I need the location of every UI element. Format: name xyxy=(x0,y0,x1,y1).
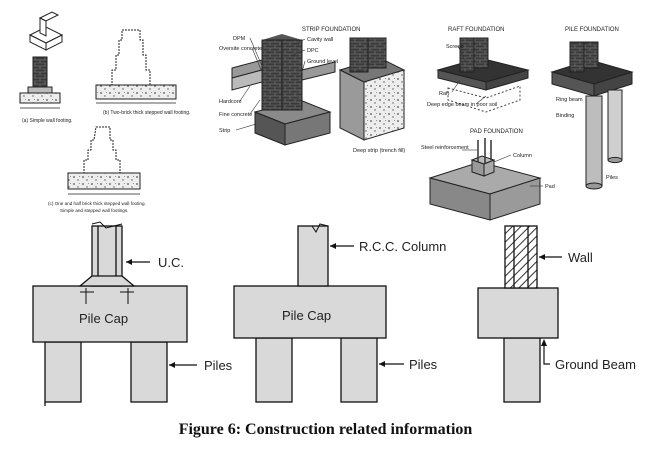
strip-foundation-title: STRIP FOUNDATION xyxy=(302,27,360,33)
piles-2-label: Piles xyxy=(409,357,438,372)
strip-label-oversite: Oversite concrete xyxy=(219,46,262,52)
pile-cap-1-label: Pile Cap xyxy=(79,311,128,326)
pile-cap-2-label: Pile Cap xyxy=(282,308,331,323)
pad-foundation-title: PAD FOUNDATION xyxy=(470,129,523,135)
wall-footing-sketches: (a) Simple wall footing. (b) Two-brick t… xyxy=(19,11,190,213)
strip-label-deep-strip: Deep strip (trench fill) xyxy=(353,148,405,154)
strip-label-strip: Strip xyxy=(219,128,230,134)
strip-label-cavity-wall: Cavity wall xyxy=(307,37,333,43)
one-half-footing-caption: (c) One and half brick thick stepped wal… xyxy=(48,201,146,206)
pile-label-piles: Piles xyxy=(606,175,618,181)
uc-label: U.C. xyxy=(158,255,184,270)
pile-foundation-title: PILE FOUNDATION xyxy=(565,27,619,33)
raft-foundation: RAFT FOUNDATION Screed Raft Deep edge be… xyxy=(427,27,530,113)
pile-label-binding: Binding xyxy=(556,113,574,119)
pile-cap-rcc-labels: R.C.C. Column Pile Cap Piles xyxy=(282,239,446,372)
pile-cap-rcc-section xyxy=(233,223,387,403)
pad-foundation: PAD FOUNDATION Steel reinforcement Colum… xyxy=(421,129,555,221)
raft-label-deep-edge: Deep edge beam in poor soil xyxy=(427,102,497,108)
pad-label-column: Column xyxy=(513,153,532,159)
one-half-brick-stepped-footing: (c) One and half brick thick stepped wal… xyxy=(48,126,146,213)
wall-label: Wall xyxy=(568,250,593,265)
pile-cap-uc-section xyxy=(32,221,188,406)
ground-beam-section xyxy=(477,225,559,403)
raft-label-screed: Screed xyxy=(446,44,463,50)
two-brick-footing-caption: (b) Two-brick thick stepped wall footing… xyxy=(103,110,190,116)
pile-cap-uc-labels: U.C. Pile Cap Piles xyxy=(79,255,233,373)
strip-label-fine-concrete: Fine concrete xyxy=(219,112,252,118)
ground-beam-labels: Wall Ground Beam xyxy=(539,250,636,372)
strip-foundation: STRIP FOUNDATION DPM Oversite concrete C… xyxy=(219,27,405,154)
piles-1-label: Piles xyxy=(204,358,233,373)
figure-caption: Figure 6: Construction related informati… xyxy=(178,421,473,438)
pile-label-ring-beam: Ring beam xyxy=(556,97,583,103)
isometric-wall-icon xyxy=(28,11,64,51)
rcc-column-label: R.C.C. Column xyxy=(359,239,446,254)
ground-beam-label: Ground Beam xyxy=(555,357,636,372)
pile-foundation-3d: PILE FOUNDATION Ring beam Binding Piles xyxy=(550,27,634,190)
raft-label-raft: Raft xyxy=(439,91,450,97)
wall-footings-caption: Simple and stepped wall footings. xyxy=(60,208,128,213)
strip-label-hardcore: Hardcore xyxy=(219,99,242,105)
simple-footing-caption: (a) Simple wall footing. xyxy=(22,118,73,124)
strip-label-dpm: DPM xyxy=(233,36,246,42)
raft-foundation-title: RAFT FOUNDATION xyxy=(448,27,504,33)
strip-label-dpc: DPC xyxy=(307,48,319,54)
two-brick-stepped-footing: (b) Two-brick thick stepped wall footing… xyxy=(95,29,190,116)
pad-label-steel: Steel reinforcement xyxy=(421,145,469,151)
strip-label-ground-level: Ground level xyxy=(307,59,338,65)
simple-wall-footing: (a) Simple wall footing. xyxy=(19,56,73,124)
pad-label-pad: Pad xyxy=(545,184,555,190)
